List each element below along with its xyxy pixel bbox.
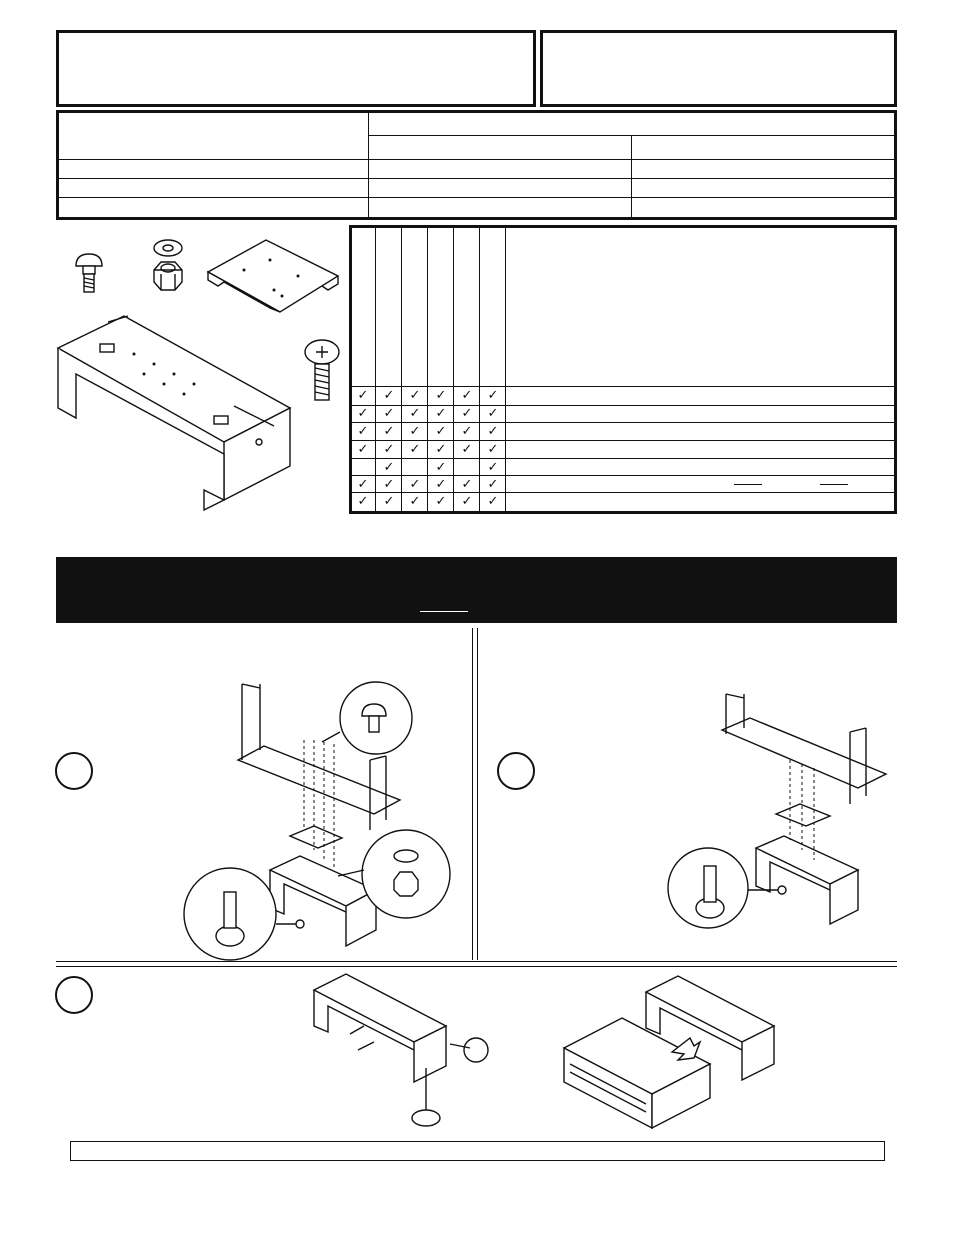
- step-3-marker: [55, 976, 93, 1014]
- check-mark: ✓: [435, 477, 447, 492]
- adapter-plate-icon: [206, 239, 340, 313]
- check-mark: ✓: [435, 388, 447, 403]
- model-box: [540, 30, 897, 107]
- check-mark: ✓: [383, 442, 395, 457]
- step-3-adjust-diagram: [312, 973, 489, 1127]
- spec-divider: [58, 197, 894, 198]
- check-mark: ✓: [383, 477, 395, 492]
- check-mark: ✓: [383, 406, 395, 421]
- check-mark: ✓: [435, 460, 447, 475]
- step-1-assembly-diagram: [183, 681, 451, 961]
- checklist-col-divider: [401, 228, 402, 511]
- instruction-banner: [56, 557, 897, 623]
- checklist-row-divider: [351, 440, 895, 441]
- step-divider: [56, 961, 897, 962]
- check-mark: ✓: [487, 442, 499, 457]
- check-mark: ✓: [357, 424, 369, 439]
- check-mark: ✓: [487, 494, 499, 509]
- check-mark: ✓: [357, 406, 369, 421]
- step-divider: [56, 966, 897, 967]
- check-mark: ✓: [461, 477, 473, 492]
- check-mark: ✓: [487, 424, 499, 439]
- check-mark: ✓: [409, 477, 421, 492]
- check-mark: ✓: [357, 388, 369, 403]
- bracket-icon: [56, 315, 292, 512]
- step-3-insert-device-diagram: [562, 975, 776, 1130]
- check-mark: ✓: [435, 424, 447, 439]
- check-mark: ✓: [357, 494, 369, 509]
- check-mark: ✓: [409, 388, 421, 403]
- check-mark: ✓: [487, 477, 499, 492]
- step-1-marker: [55, 752, 93, 790]
- step-2-marker: [497, 752, 535, 790]
- checklist-row-divider: [351, 422, 895, 423]
- underline-mark: [734, 484, 762, 485]
- checklist-col-divider: [453, 228, 454, 511]
- check-mark: ✓: [487, 460, 499, 475]
- check-mark: ✓: [487, 388, 499, 403]
- check-mark: ✓: [435, 442, 447, 457]
- checklist-col-divider: [427, 228, 428, 511]
- checklist-row-divider: [351, 492, 895, 493]
- check-mark: ✓: [461, 406, 473, 421]
- spec-table: [56, 110, 897, 220]
- checklist-col-divider: [479, 228, 480, 511]
- banner-underline: [420, 611, 468, 612]
- check-mark: ✓: [409, 406, 421, 421]
- check-mark: ✓: [461, 388, 473, 403]
- check-mark: ✓: [383, 494, 395, 509]
- check-mark: ✓: [461, 494, 473, 509]
- underline-mark: [820, 484, 848, 485]
- check-mark: ✓: [409, 442, 421, 457]
- checklist-row-divider: [351, 405, 895, 406]
- checklist-box: [349, 225, 897, 514]
- checklist-row-divider: [351, 458, 895, 459]
- check-mark: ✓: [383, 388, 395, 403]
- check-mark: ✓: [357, 477, 369, 492]
- spec-divider: [58, 178, 894, 179]
- check-mark: ✓: [409, 494, 421, 509]
- checklist-row-divider: [351, 475, 895, 476]
- footer-bar: [70, 1141, 885, 1161]
- spec-divider: [58, 159, 894, 160]
- title-box: [56, 30, 536, 107]
- spec-col-divider: [368, 113, 369, 217]
- checklist-row-divider: [351, 386, 895, 387]
- check-mark: ✓: [357, 442, 369, 457]
- check-mark: ✓: [435, 406, 447, 421]
- step-divider: [472, 628, 473, 960]
- step-2-assembly-diagram: [667, 693, 888, 929]
- carriage-bolt-icon: [75, 253, 103, 293]
- check-mark: ✓: [383, 424, 395, 439]
- check-mark: ✓: [409, 424, 421, 439]
- checklist-col-divider: [375, 228, 376, 511]
- step-divider: [477, 628, 478, 960]
- check-mark: ✓: [435, 494, 447, 509]
- check-mark: ✓: [383, 460, 395, 475]
- check-mark: ✓: [461, 442, 473, 457]
- screw-icon: [304, 339, 340, 401]
- spec-col-divider: [631, 135, 632, 217]
- checklist-col-divider: [505, 228, 506, 511]
- washer-nut-icon: [153, 239, 183, 291]
- check-mark: ✓: [487, 406, 499, 421]
- check-mark: ✓: [461, 424, 473, 439]
